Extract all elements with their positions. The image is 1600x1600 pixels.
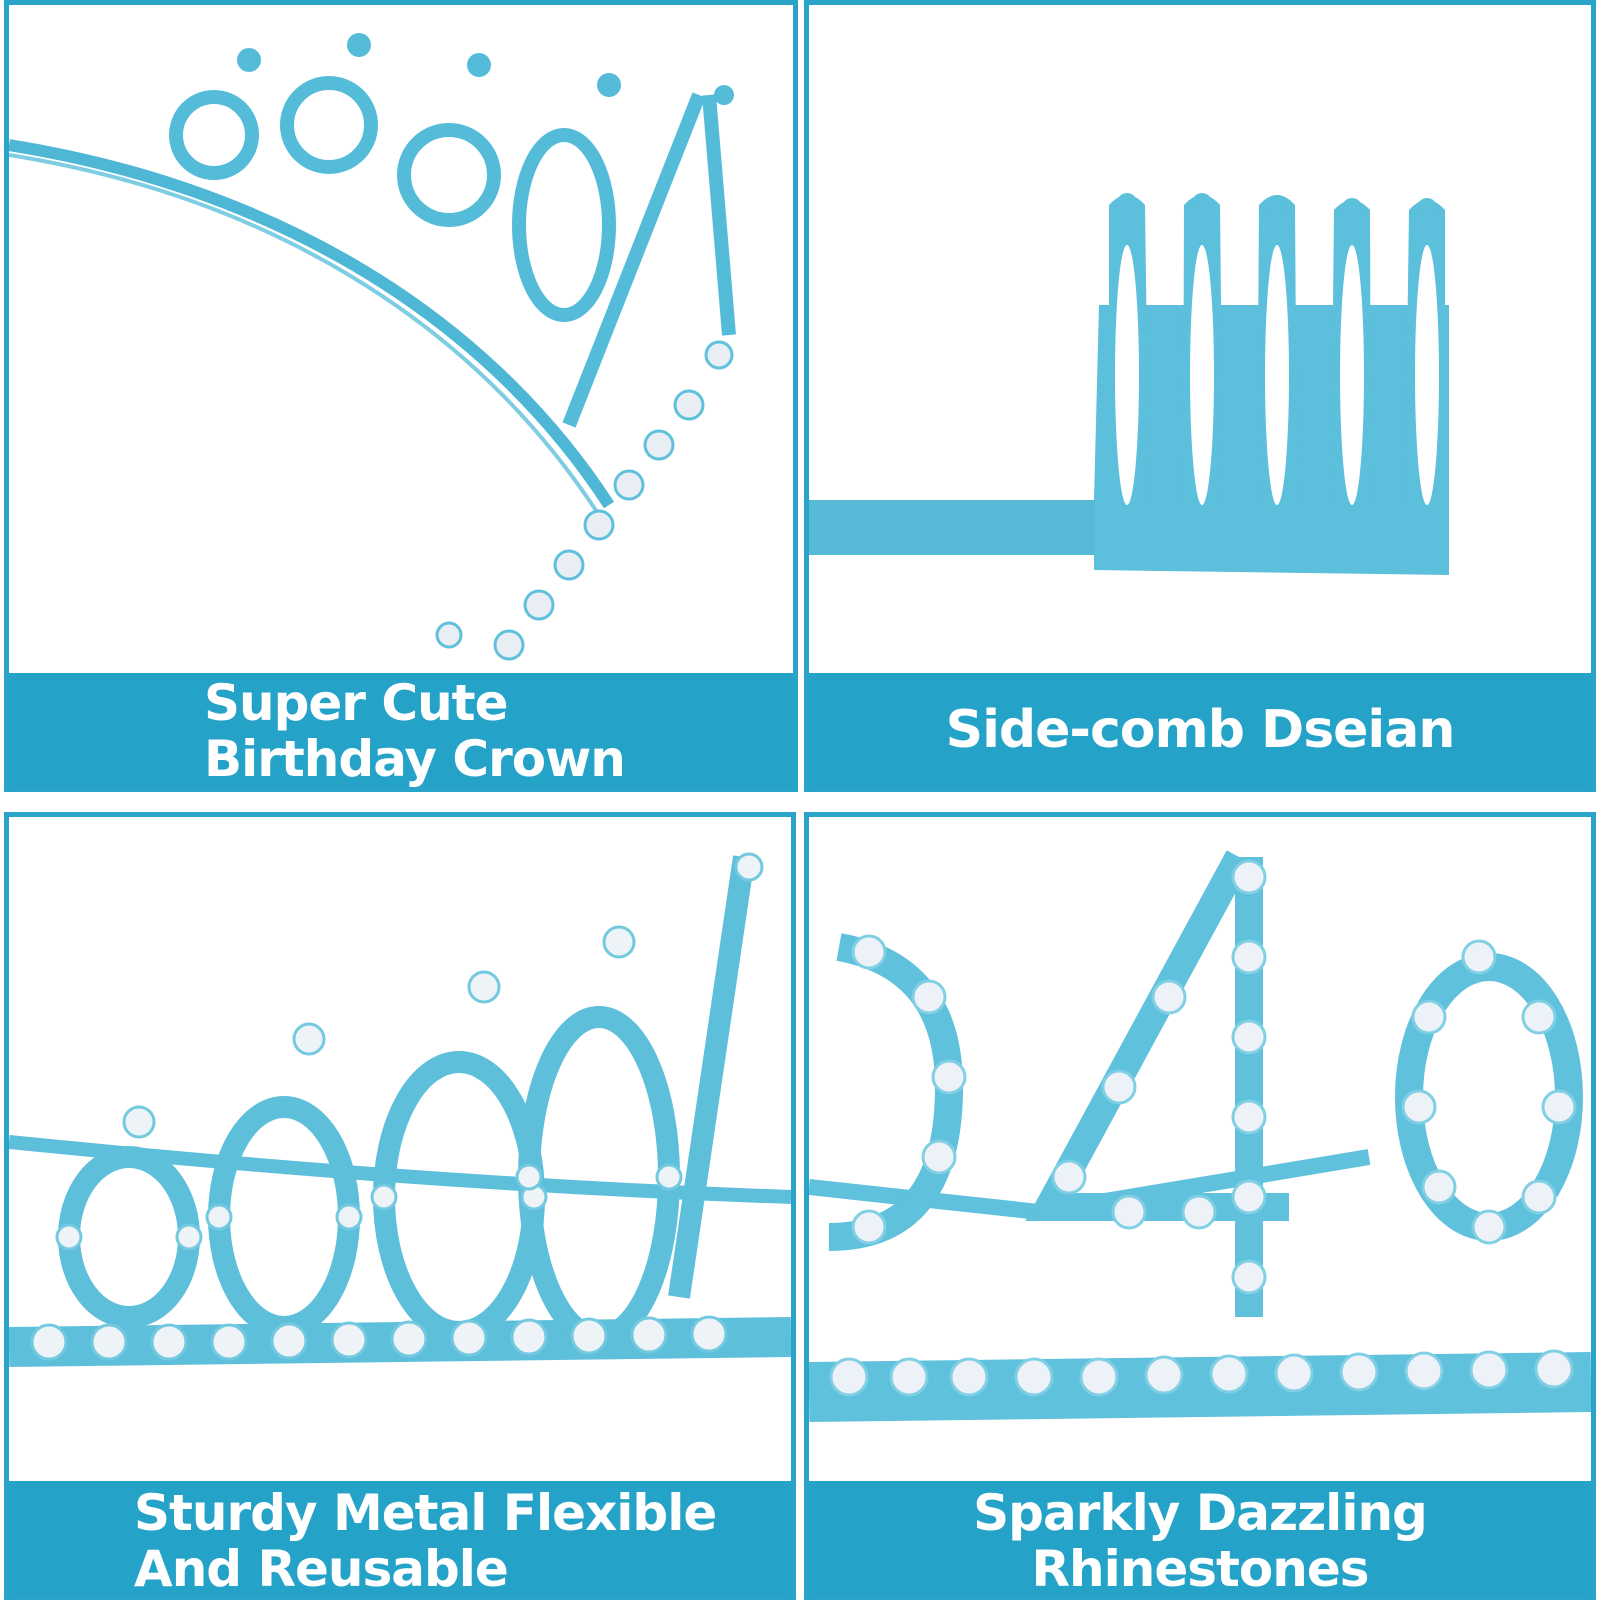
feature-panel-crown: Super Cute Birthday Crown — [4, 0, 798, 792]
caption-line-2: Birthday Crown — [204, 730, 626, 788]
caption-line-2: Rhinestones — [1031, 1540, 1369, 1598]
caption-line-1: Sparkly Dazzling — [973, 1484, 1428, 1542]
caption-line-1: Super Cute — [204, 674, 508, 732]
caption-bar: Sturdy Metal Flexible And Reusable — [9, 1481, 791, 1595]
caption-line-1: Sturdy Metal Flexible — [134, 1484, 717, 1542]
feature-panel-sturdy-metal: Sturdy Metal Flexible And Reusable — [4, 812, 796, 1600]
caption-bar: Super Cute Birthday Crown — [9, 673, 793, 787]
tiara-number-photo — [809, 817, 1591, 1481]
feature-panel-side-comb: Side-comb Dseian — [804, 0, 1596, 792]
caption-bar: Side-comb Dseian — [809, 673, 1591, 787]
tiara-back-view-photo — [9, 5, 793, 673]
tiara-front-photo — [9, 817, 791, 1481]
feature-panel-rhinestones: Sparkly Dazzling Rhinestones — [804, 812, 1596, 1600]
caption-line-2: And Reusable — [134, 1540, 509, 1598]
side-comb-photo — [809, 5, 1591, 673]
caption-bar: Sparkly Dazzling Rhinestones — [809, 1481, 1591, 1595]
caption-text: Side-comb Dseian — [945, 700, 1456, 760]
